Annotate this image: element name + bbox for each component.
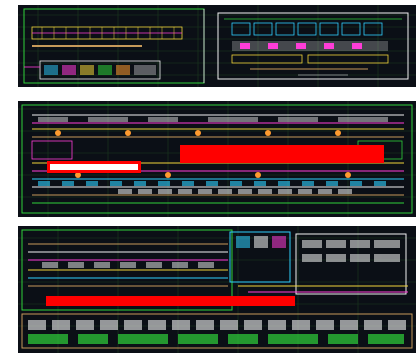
cad-drawing-overview-svg [18, 5, 416, 87]
redaction-box-right [180, 145, 384, 163]
redaction-bar [46, 296, 295, 306]
cad-drawing-panel-detail-2 [18, 226, 416, 353]
cad-drawing-detail-1-svg [18, 101, 416, 217]
cad-drawing-panel-detail-1 [18, 101, 416, 217]
cad-drawing-panel-overview [18, 5, 416, 87]
cad-drawing-detail-2-svg [18, 226, 416, 353]
redaction-box-left [47, 161, 141, 173]
